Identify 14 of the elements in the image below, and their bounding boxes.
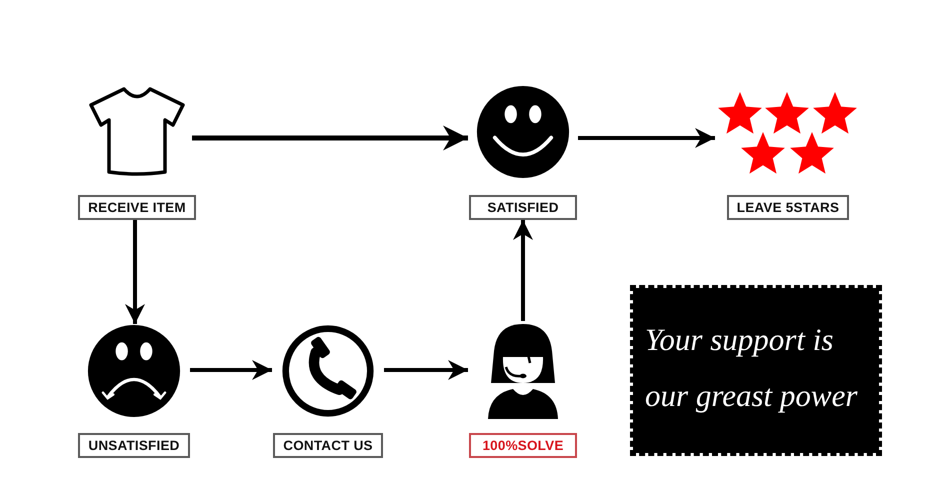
step-label: RECEIVE ITEM bbox=[78, 195, 196, 220]
step-label: 100%SOLVE bbox=[469, 433, 577, 458]
step-label: UNSATISFIED bbox=[78, 433, 190, 458]
arrow bbox=[190, 360, 272, 380]
slogan-panel bbox=[630, 285, 882, 456]
step-label: CONTACT US bbox=[273, 433, 383, 458]
slogan-text: Your support is our greast power bbox=[645, 321, 858, 415]
arrow bbox=[578, 128, 715, 148]
arrow bbox=[192, 126, 468, 150]
arrow bbox=[384, 360, 468, 380]
step-label: SATISFIED bbox=[469, 195, 577, 220]
arrow bbox=[513, 220, 533, 321]
step-label: LEAVE 5STARS bbox=[726, 195, 850, 220]
arrow bbox=[125, 220, 145, 324]
